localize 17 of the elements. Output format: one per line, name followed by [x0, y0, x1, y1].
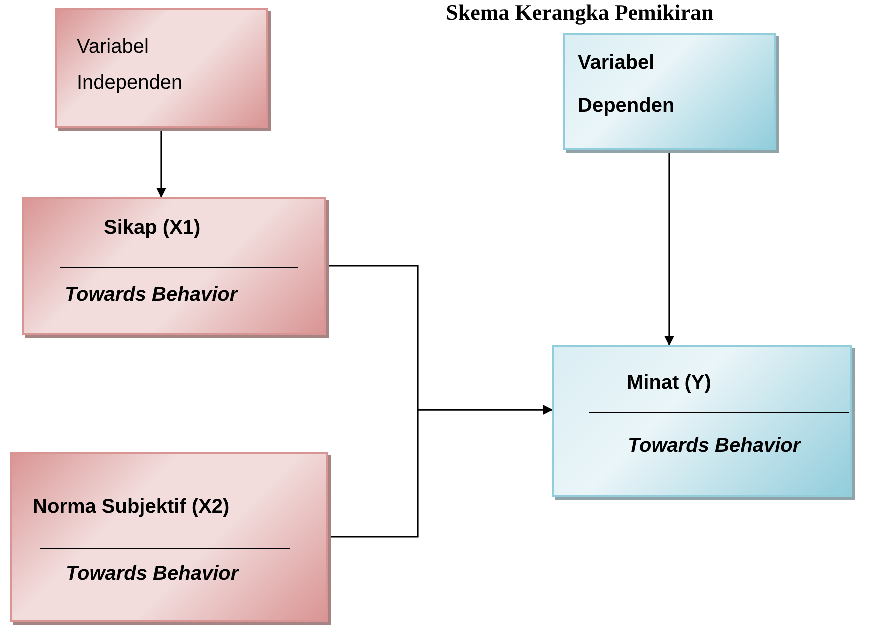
box-subtitle: Towards Behavior — [65, 283, 238, 307]
arrow — [664, 150, 674, 346]
process-box — [563, 33, 776, 150]
box-label: Variabel Independen — [77, 35, 184, 96]
box-heading: Norma Subjektif (X2) — [33, 495, 230, 519]
box-subtitle: Towards Behavior — [628, 434, 801, 458]
box-heading: Minat (Y) — [627, 371, 712, 395]
process-box — [55, 8, 268, 128]
box-label: Variabel Dependen — [578, 51, 676, 119]
diagram-title: Skema Kerangka Pemikiran — [445, 0, 715, 26]
process-box — [552, 345, 852, 497]
arrow — [156, 128, 166, 198]
process-box — [22, 197, 326, 335]
process-box — [10, 452, 328, 622]
arrow — [328, 405, 553, 538]
box-subtitle: Towards Behavior — [66, 562, 239, 586]
box-heading: Sikap (X1) — [104, 216, 201, 240]
